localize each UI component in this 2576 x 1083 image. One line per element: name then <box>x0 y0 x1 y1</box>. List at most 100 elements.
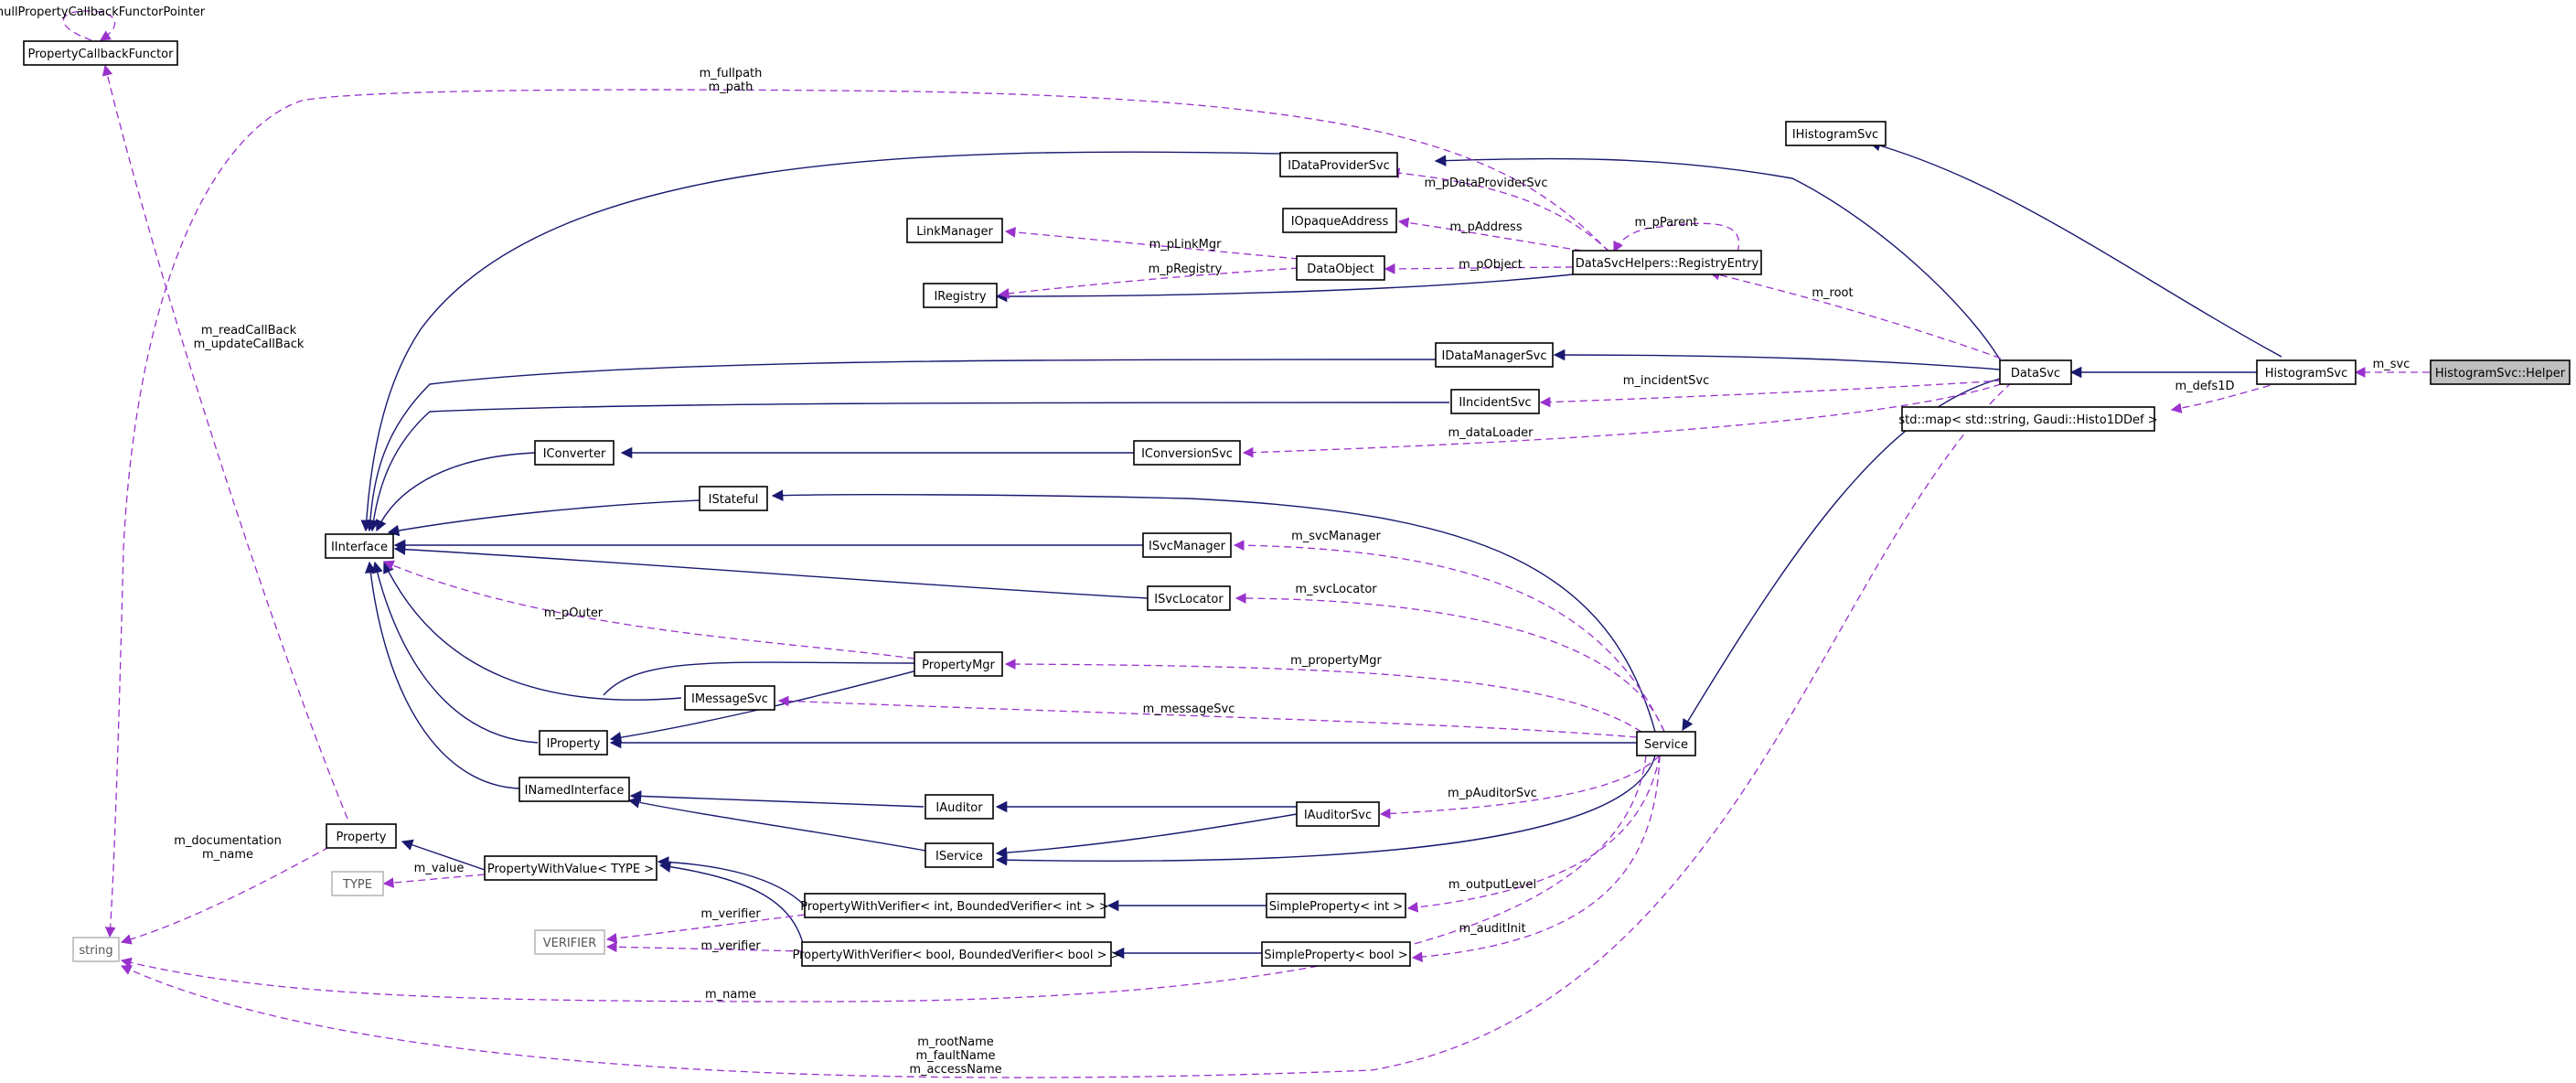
edge-datasvc-to-idataprovidersvc <box>1434 155 2004 365</box>
node-service[interactable]: Service <box>1636 731 1696 756</box>
label-m-root-name: m_rootName <box>917 1035 994 1049</box>
edge-registryentry-to-iregistry <box>995 273 1574 303</box>
label-m-read-callback: m_readCallBack <box>201 324 297 338</box>
node-string[interactable]: string <box>72 937 120 962</box>
label-m-path: m_path <box>709 80 754 94</box>
node-label: PropertyCallbackFunctor <box>28 48 175 61</box>
node-label: IConverter <box>543 447 606 461</box>
edge-service-to-isvcmanager <box>1233 540 1665 733</box>
edge-registryentry-to-iopaqueaddress <box>1397 217 1583 252</box>
node-histogramsvc[interactable]: HistogramSvc <box>2256 359 2357 385</box>
edge-datasvc-to-iconversionsvc <box>1242 383 2002 458</box>
usage-edges <box>62 10 2430 1078</box>
label-m-message-svc: m_messageSvc <box>1143 702 1235 716</box>
edge-service-to-simple-bool <box>1411 755 1661 962</box>
edge-pwv-bool-to-verifier <box>605 941 806 953</box>
label-m-defs1d: m_defs1D <box>2175 380 2234 393</box>
node-isvcmanager[interactable]: ISvcManager <box>1142 532 1232 558</box>
node-label: TYPE <box>342 878 372 892</box>
label-m-data-loader: m_dataLoader <box>1448 426 1534 440</box>
edge-iauditor-to-inamedinterface <box>629 790 925 808</box>
node-iconverter[interactable]: IConverter <box>534 440 615 466</box>
edge-datasvc-to-iincidentsvc <box>1539 380 2004 408</box>
edge-inamedinterface-to-iinterface <box>364 561 522 789</box>
edge-istateful-to-iinterface <box>387 499 700 537</box>
node-propertymgr[interactable]: PropertyMgr <box>914 651 1003 677</box>
node-iinterface[interactable]: IInterface <box>325 533 394 559</box>
label-m-value: m_value <box>414 862 465 875</box>
label-m-svc: m_svc <box>2373 358 2410 371</box>
node-iservice[interactable]: IService <box>925 842 994 868</box>
node-simpleproperty-int[interactable]: SimpleProperty< int > <box>1266 893 1406 918</box>
node-iauditor[interactable]: IAuditor <box>925 794 994 820</box>
label-m-verifier-bool: m_verifier <box>700 939 761 953</box>
node-imessagesvc[interactable]: IMessageSvc <box>684 685 775 711</box>
label-m-verifier-int: m_verifier <box>700 907 761 921</box>
edge-datasvc-to-string <box>120 381 2013 1078</box>
edge-propertycallbackfunctor-self <box>62 10 116 41</box>
node-label: IHistogramSvc <box>1792 128 1878 142</box>
node-iopaqueaddress[interactable]: IOpaqueAddress <box>1282 208 1397 233</box>
node-type-param[interactable]: TYPE <box>331 871 384 896</box>
node-label: IMessageSvc <box>691 692 768 706</box>
edge-iauditorsvc-to-iservice <box>995 813 1298 859</box>
node-property[interactable]: Property <box>326 823 397 849</box>
edge-iincidentsvc-to-iinterface <box>368 402 1450 532</box>
node-label: string <box>79 944 112 958</box>
node-inamedinterface[interactable]: INamedInterface <box>518 777 630 802</box>
node-ihistogramsvc[interactable]: IHistogramSvc <box>1785 121 1887 146</box>
node-istateful[interactable]: IStateful <box>699 486 768 511</box>
node-simpleproperty-bool[interactable]: SimpleProperty< bool > <box>1261 941 1411 967</box>
node-histogramsvc-helper[interactable]: HistogramSvc::Helper <box>2430 359 2571 385</box>
label-m-pparent: m_pParent <box>1634 216 1697 230</box>
node-label: IRegistry <box>934 290 986 304</box>
label-m-svc-locator: m_svcLocator <box>1295 583 1377 596</box>
node-std-map-histo1ddef[interactable]: std::map< std::string, Gaudi::Histo1DDef… <box>1898 406 2158 432</box>
node-label: ISvcLocator <box>1154 593 1224 606</box>
node-datasvc[interactable]: DataSvc <box>1999 359 2072 385</box>
edge-service-to-iauditorsvc <box>1379 755 1661 820</box>
edge-idatamanagersvc-to-iinterface <box>364 359 1437 532</box>
node-iincidentsvc[interactable]: IIncidentSvc <box>1450 389 1540 414</box>
label-m-name-service: m_name <box>705 988 756 1002</box>
edge-datasvc-to-registryentry <box>1708 269 2013 363</box>
node-linkmanager[interactable]: LinkManager <box>906 218 1003 243</box>
edge-pwv-to-type <box>382 874 486 888</box>
edge-iproperty-to-iinterface <box>371 561 539 744</box>
edge-property-to-string <box>120 846 330 945</box>
label-m-documentation: m_documentation <box>174 834 282 848</box>
label-m-name-property: m_name <box>202 848 253 862</box>
label-m-pregistry: m_pRegistry <box>1149 263 1223 276</box>
node-propertycallbackfunctor[interactable]: PropertyCallbackFunctor <box>23 40 178 66</box>
node-verifier-param[interactable]: VERIFIER <box>534 929 605 955</box>
node-label: IService <box>935 850 983 863</box>
node-iregistry[interactable]: IRegistry <box>923 283 998 308</box>
node-idatamanagersvc[interactable]: IDataManagerSvc <box>1435 342 1554 368</box>
edge-histogramsvc-to-map <box>2170 381 2282 413</box>
node-pwv-bool[interactable]: PropertyWithVerifier< bool, BoundedVerif… <box>792 941 1121 967</box>
node-isvclocator[interactable]: ISvcLocator <box>1147 585 1231 611</box>
edge-iservice-to-inamedinterface <box>627 797 926 852</box>
node-pwv-int[interactable]: PropertyWithVerifier< int, BoundedVerifi… <box>800 893 1109 918</box>
node-label: HistogramSvc::Helper <box>2435 367 2566 381</box>
node-registryentry[interactable]: DataSvcHelpers::RegistryEntry <box>1572 250 1762 275</box>
node-iproperty[interactable]: IProperty <box>539 730 608 756</box>
node-dataobject[interactable]: DataObject <box>1296 255 1385 281</box>
node-iauditorsvc[interactable]: IAuditorSvc <box>1296 801 1380 827</box>
label-m-root: m_root <box>1812 286 1853 300</box>
node-iconversionsvc[interactable]: IConversionSvc <box>1133 440 1241 466</box>
edge-dataobject-to-linkmanager <box>1004 227 1299 260</box>
edge-pwv-int-to-verifier <box>605 914 806 944</box>
node-label: SimpleProperty< int > <box>1269 900 1403 914</box>
edge-histogramsvc-to-ihistogramsvc <box>1868 140 2282 358</box>
edge-datasvc-to-idatamanagersvc <box>1553 348 2001 370</box>
edge-service-to-propertymgr <box>1004 659 1642 733</box>
node-label: IConversionSvc <box>1141 447 1233 461</box>
node-label: IDataProviderSvc <box>1288 159 1390 173</box>
label-m-incident-svc: m_incidentSvc <box>1623 374 1709 388</box>
node-label: DataSvcHelpers::RegistryEntry <box>1576 257 1759 271</box>
label-m-pouter: m_pOuter <box>544 606 604 620</box>
edge-registryentry-to-idataprovidersvc <box>1388 167 1610 252</box>
node-idataprovidersvc[interactable]: IDataProviderSvc <box>1279 152 1398 177</box>
node-propertywithvalue[interactable]: PropertyWithValue< TYPE > <box>484 855 657 881</box>
